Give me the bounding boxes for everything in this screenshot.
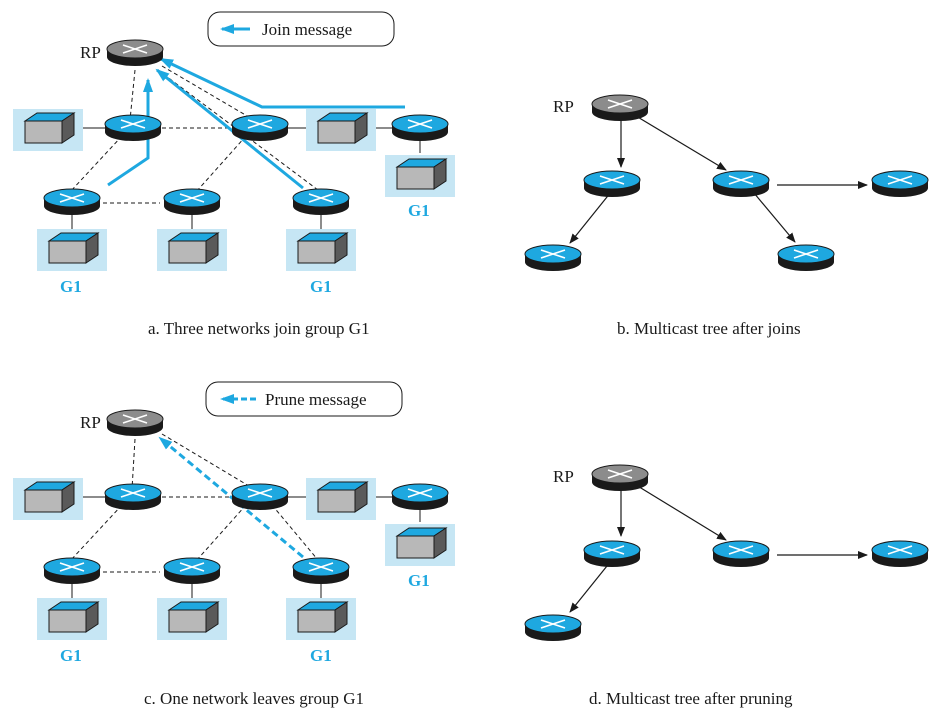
- router-icon: [104, 483, 162, 511]
- group-label: G1: [60, 277, 82, 296]
- router-icon: [712, 170, 770, 198]
- panel-a: RP G1 G1 G1 Join message a. Three networ…: [12, 11, 456, 338]
- panel-b: RP b. Multicast tree after joins: [524, 94, 929, 338]
- rp-router-icon: [591, 94, 649, 122]
- host-icon: [285, 228, 357, 272]
- router-icon: [292, 188, 350, 216]
- host-icon: [384, 154, 456, 198]
- router-icon: [583, 170, 641, 198]
- rp-router-icon: [106, 39, 164, 67]
- panel-a-join-paths: [107, 57, 405, 190]
- router-icon: [583, 540, 641, 568]
- router-icon: [104, 114, 162, 142]
- host-icon: [156, 597, 228, 641]
- router-icon: [712, 540, 770, 568]
- router-icon: [43, 188, 101, 216]
- router-icon: [292, 557, 350, 585]
- router-icon: [777, 244, 835, 272]
- join-legend: Join message: [207, 11, 395, 47]
- prune-legend-text: Prune message: [265, 390, 367, 409]
- router-icon: [871, 170, 929, 198]
- group-label: G1: [408, 571, 430, 590]
- host-icon: [12, 477, 84, 521]
- router-icon: [43, 557, 101, 585]
- group-label: G1: [408, 201, 430, 220]
- host-icon: [36, 228, 108, 272]
- join-legend-text: Join message: [262, 20, 352, 39]
- join-arrow-middle: [155, 68, 304, 190]
- host-icon: [36, 597, 108, 641]
- router-icon: [163, 188, 221, 216]
- panel-d-tree-edges: [569, 484, 868, 613]
- panel-d: RP d. Multicast tree after pruning: [524, 464, 929, 708]
- rp-label: RP: [553, 467, 574, 486]
- join-arrow-right: [159, 57, 405, 109]
- group-label: G1: [310, 277, 332, 296]
- router-icon: [231, 483, 289, 511]
- router-icon: [524, 614, 582, 642]
- group-label: G1: [60, 646, 82, 665]
- prune-legend: Prune message: [205, 381, 403, 417]
- router-icon: [231, 114, 289, 142]
- rp-router-icon: [106, 409, 164, 437]
- rp-label: RP: [80, 43, 101, 62]
- router-icon: [391, 483, 449, 511]
- panel-b-caption: b. Multicast tree after joins: [617, 319, 801, 338]
- panel-d-caption: d. Multicast tree after pruning: [589, 689, 793, 708]
- rp-label: RP: [553, 97, 574, 116]
- host-icon: [12, 108, 84, 152]
- router-icon: [524, 244, 582, 272]
- panel-c-caption: c. One network leaves group G1: [144, 689, 364, 708]
- group-label: G1: [310, 646, 332, 665]
- host-icon: [384, 523, 456, 567]
- host-icon: [156, 228, 228, 272]
- panel-c: RP G1 G1 G1 Prune message c. One network…: [12, 381, 456, 708]
- router-icon: [391, 114, 449, 142]
- host-icon: [285, 597, 357, 641]
- rp-label: RP: [80, 413, 101, 432]
- router-icon: [871, 540, 929, 568]
- panel-a-caption: a. Three networks join group G1: [148, 319, 370, 338]
- router-icon: [163, 557, 221, 585]
- join-arrow-left: [107, 78, 153, 187]
- rp-router-icon: [591, 464, 649, 492]
- host-icon: [305, 477, 377, 521]
- panel-b-tree-edges: [569, 115, 868, 244]
- host-icon: [305, 108, 377, 152]
- prune-arrow: [158, 436, 304, 559]
